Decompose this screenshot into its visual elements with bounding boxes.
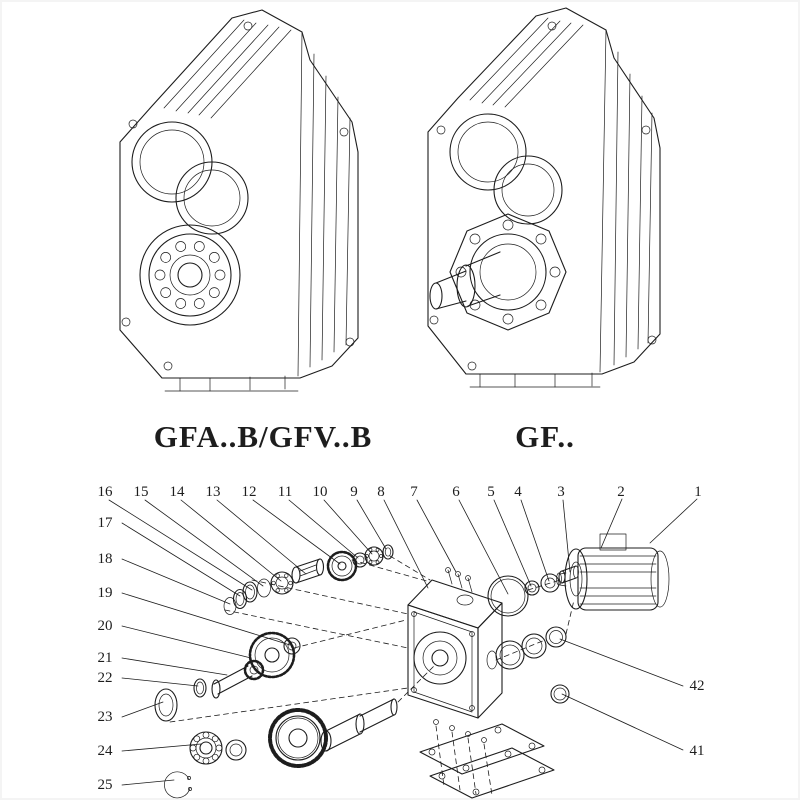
callout-20: 20: [98, 618, 113, 634]
callout-6: 6: [452, 484, 460, 500]
part-gasket-plate: [419, 723, 545, 775]
part-circlip-25: [164, 771, 192, 799]
part-bearing-24: [189, 731, 223, 765]
part-ring-41: [550, 684, 570, 704]
part-end-cap-9: [382, 544, 394, 560]
part-bearing-4: [540, 573, 560, 593]
callout-16: 16: [98, 484, 114, 500]
callout-25: 25: [98, 777, 113, 793]
part-bearing-14: [270, 571, 294, 595]
part-washer-lower: [225, 739, 247, 761]
callout-numbers: 16 15 14 13 12 11 10 9 8 7 6 5 4 3 2 1 1…: [98, 484, 705, 793]
intermediate-bore: [175, 161, 249, 235]
part-seal-ring-right: [495, 640, 525, 670]
part-output-gear: [268, 708, 328, 768]
part-intermediate-gear-20: [248, 631, 296, 679]
input-bore: [449, 113, 527, 191]
cooling-fins: [163, 19, 292, 119]
part-bearing-10: [364, 546, 384, 566]
callout-19: 19: [98, 585, 113, 601]
part-hub-19: [283, 637, 301, 655]
part-snap-ring-15: [257, 578, 271, 598]
callout-13: 13: [206, 484, 221, 500]
part-motor: [556, 533, 670, 611]
part-pinion-shaft-21: [211, 659, 265, 699]
callout-3: 3: [557, 484, 565, 500]
intermediate-bore: [493, 155, 563, 225]
callout-17: 17: [98, 515, 114, 531]
callout-11: 11: [278, 484, 292, 500]
part-output-shaft: [320, 698, 398, 752]
cooling-fins: [469, 17, 584, 108]
callout-5: 5: [487, 484, 495, 500]
callout-22: 22: [98, 670, 113, 686]
part-gear-housing: [407, 579, 503, 719]
callout-10: 10: [313, 484, 328, 500]
model-label-right: GF..: [515, 419, 575, 454]
callout-7: 7: [410, 484, 418, 500]
callout-2: 2: [617, 484, 625, 500]
output-bearing: [139, 224, 241, 326]
callout-4: 4: [514, 484, 522, 500]
part-ring-right: [521, 633, 547, 659]
callout-8: 8: [377, 484, 385, 500]
mounting-feet: [164, 375, 299, 392]
callout-12: 12: [242, 484, 257, 500]
part-ring-18: [223, 597, 237, 615]
part-gear-12: [326, 550, 358, 582]
part-housing-bolts: [433, 719, 493, 796]
gearbox-drawing-gf: [427, 7, 661, 388]
part-input-pinion-shaft-13: [291, 558, 325, 584]
part-plug-5: [524, 580, 540, 596]
callout-14: 14: [170, 484, 186, 500]
part-bolts-7: [445, 567, 473, 593]
callout-15: 15: [134, 484, 149, 500]
gearbox-drawing-gfab: [119, 9, 359, 392]
callout-21: 21: [98, 650, 113, 666]
output-shaft-stub: [429, 251, 501, 310]
part-washer-22: [193, 678, 207, 698]
input-bore: [131, 121, 213, 203]
exploded-view: [154, 533, 670, 799]
part-snap-ring-42: [545, 626, 567, 648]
part-mounting-plate: [429, 747, 555, 799]
model-label-left: GFA..B/GFV..B: [154, 419, 373, 454]
output-flange: [449, 213, 567, 331]
housing-screws: [429, 21, 657, 371]
part-seal-ring-16: [242, 581, 258, 603]
callout-1: 1: [694, 484, 702, 500]
part-oring-6: [487, 575, 529, 617]
callout-41: 41: [690, 743, 705, 759]
callout-9: 9: [350, 484, 358, 500]
leader-lines: [108, 498, 698, 786]
part-coupling-3: [558, 565, 579, 584]
assembly-axis-lines: [169, 555, 575, 723]
callout-23: 23: [98, 709, 113, 725]
callout-24: 24: [98, 743, 114, 759]
housing-screws: [121, 21, 355, 371]
mounting-feet: [469, 372, 601, 388]
callout-42: 42: [690, 678, 705, 694]
part-oil-seal-23: [154, 688, 178, 722]
callout-18: 18: [98, 551, 113, 567]
